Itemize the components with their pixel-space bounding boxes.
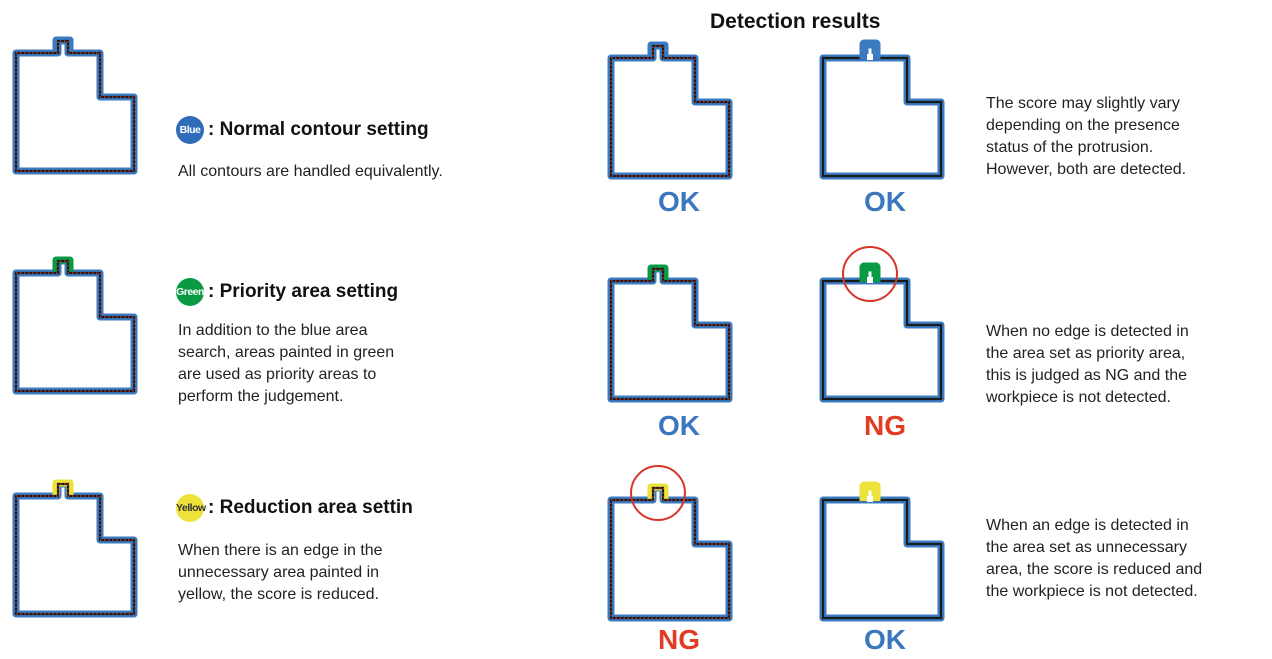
contour-edge [609,486,731,620]
blue-setting-description: All contours are handled equivalently. [178,161,443,183]
contour-tab-gap [867,277,873,283]
green-setting-description: In addition to the blue area search, are… [178,320,394,408]
note-line: the area set as unnecessary [986,539,1188,556]
result-shape-blue-right [819,39,945,180]
description-line: All contours are handled equivalently. [178,163,443,180]
contour-points [15,40,135,172]
result-note-1: The score may slightly vary depending on… [986,93,1186,181]
green-setting-title: : Priority area setting [208,281,399,302]
contour-edge [14,482,136,616]
contour-edge [609,44,731,178]
contour-blue-area [819,54,945,180]
result-shape-yellow-right [819,481,945,622]
contour-blue-area [607,484,733,622]
contour-edge [14,39,136,173]
green-badge: Green [176,278,204,306]
description-line: are used as priority areas to [178,366,377,383]
contour-points [610,268,730,400]
contour-edge [821,498,943,620]
contour-tab-gap [867,54,873,60]
result-note-2: When no edge is detected in the area set… [986,321,1189,409]
note-line: The score may slightly vary [986,95,1180,112]
contour-blue-area [12,257,138,395]
contour-edge [14,259,136,393]
contour-points [15,260,135,392]
contour-points [610,487,730,619]
result-shape-blue-left [607,41,733,180]
note-line: status of the protrusion. [986,139,1154,156]
highlight-circle [842,246,898,302]
contour-tab-area [859,262,881,282]
contour-tab-area [859,39,881,59]
blue-badge: Blue [176,116,204,144]
result-ok-label: OK [864,186,906,217]
note-line: depending on the presence [986,117,1180,134]
contour-edge [609,267,731,401]
blue-setting-heading: Blue : Normal contour setting [176,116,429,144]
result-ok-label: OK [658,410,700,441]
green-setting-heading: Green : Priority area setting [176,278,398,306]
result-shape-green-left [607,264,733,403]
note-line: the area set as priority area, [986,345,1186,362]
note-line: When no edge is detected in [986,323,1189,340]
note-line: this is judged as NG and the [986,367,1188,384]
yellow-badge: Yellow [176,494,206,522]
contour-shape-green [12,256,138,395]
blue-setting-title: : Normal contour setting [208,119,429,140]
detection-results-title: Detection results [710,10,881,33]
contour-edge [821,56,943,178]
result-note-3: When an edge is detected in the area set… [986,515,1202,603]
highlight-circle [630,465,686,521]
contour-shape-yellow [12,479,138,618]
note-line: When an edge is detected in [986,517,1189,534]
contour-blue-area [12,37,138,175]
contour-blue-area [819,496,945,622]
yellow-setting-heading: Yellow : Reduction area settin [176,494,413,522]
contour-blue-area [12,480,138,618]
result-shape-green-right [819,246,945,403]
note-line: the workpiece is not detected. [986,583,1198,600]
contour-blue-area [607,42,733,180]
result-ok-label: OK [864,624,906,655]
contour-shape-blue [12,36,138,175]
result-shape-yellow-left [607,465,733,622]
yellow-setting-title: : Reduction area settin [208,497,413,518]
result-ng-label: NG [864,410,906,441]
note-line: workpiece is not detected. [986,389,1171,406]
description-line: search, areas painted in green [178,344,395,361]
description-line: unnecessary area painted in [178,564,380,581]
result-ok-label: OK [658,186,700,217]
note-line: area, the score is reduced and [986,561,1203,578]
contour-tab-gap [867,496,873,502]
description-line: perform the judgement. [178,388,344,405]
contour-blue-area [607,265,733,403]
description-line: yellow, the score is reduced. [178,586,379,603]
contour-points [610,45,730,177]
contour-points [15,483,135,615]
description-line: When there is an edge in the [178,542,383,559]
yellow-setting-description: When there is an edge in the unnecessary… [178,540,383,606]
contour-tab-area [859,481,881,501]
result-ng-label: NG [658,624,700,655]
note-line: However, both are detected. [986,161,1187,178]
description-line: In addition to the blue area [178,322,368,339]
